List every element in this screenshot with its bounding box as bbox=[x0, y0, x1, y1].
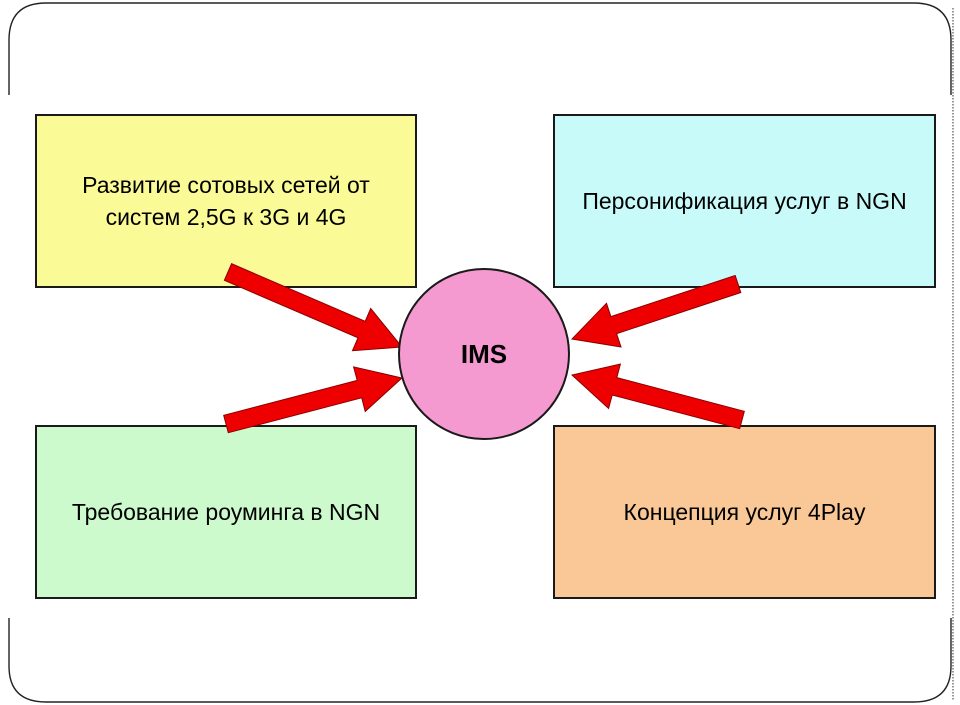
ims-label: IMS bbox=[460, 338, 508, 369]
box-cellular-evolution-text: Развитие сотовых сетей от систем 2,5G к … bbox=[82, 172, 370, 230]
box-roaming-requirement-text: Требование роуминга в NGN bbox=[71, 499, 381, 525]
ims-circle: IMS bbox=[398, 268, 570, 440]
box-roaming-requirement: Требование роуминга в NGN bbox=[35, 425, 417, 599]
box-service-personification: Персонификация услуг в NGN bbox=[553, 114, 936, 288]
box-4play-concept-text: Концепция услуг 4Play bbox=[623, 499, 866, 525]
box-service-personification-text: Персонификация услуг в NGN bbox=[582, 188, 907, 214]
box-cellular-evolution: Развитие сотовых сетей от систем 2,5G к … bbox=[35, 114, 417, 288]
box-4play-concept: Концепция услуг 4Play bbox=[553, 425, 936, 599]
